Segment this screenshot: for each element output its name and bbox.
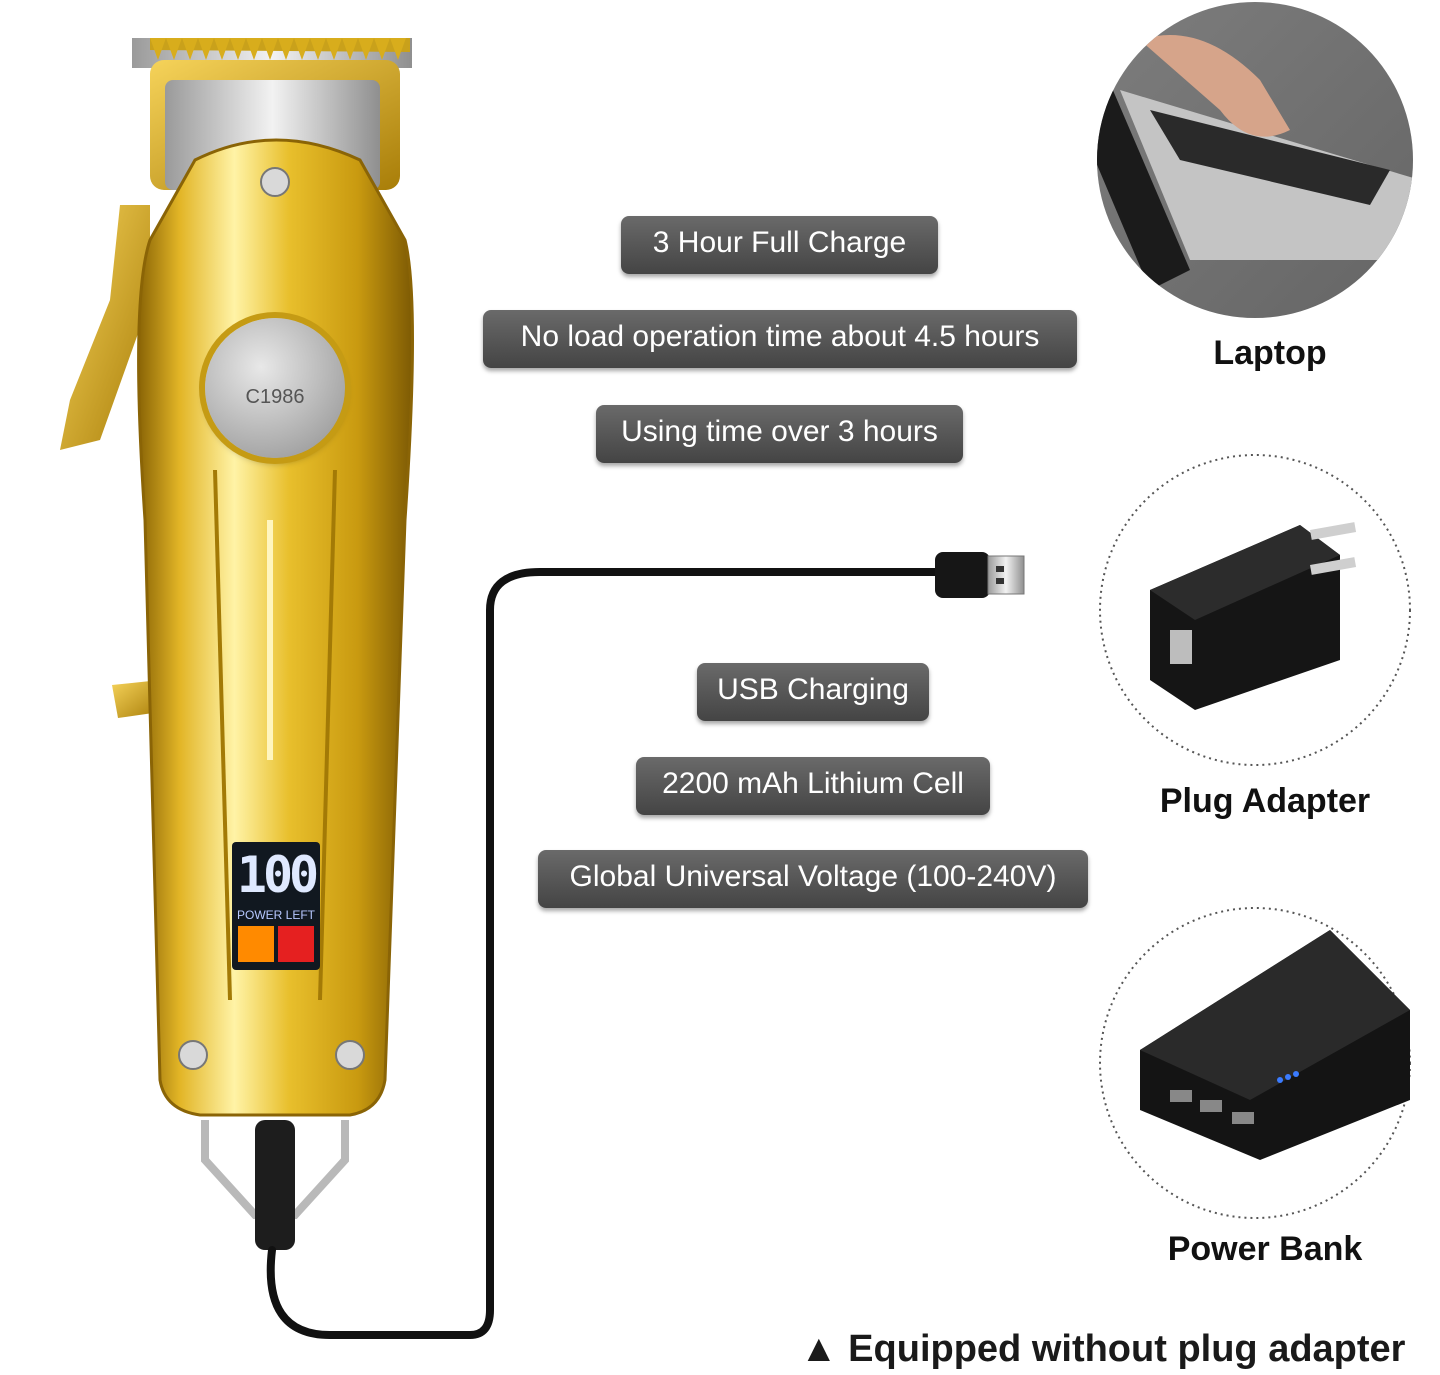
laptop-label: Laptop <box>1213 334 1327 372</box>
clipper-logo-badge: C1986 <box>205 318 345 458</box>
plug-icon <box>278 926 314 962</box>
feature-usb-charging: USB Charging <box>697 663 929 721</box>
battery-display-label: POWER LEFT <box>236 908 315 922</box>
feature-charge-time: 3 Hour Full Charge <box>621 216 938 274</box>
power-bank-label: Power Bank <box>1167 1230 1363 1268</box>
feature-using-time: Using time over 3 hours <box>596 405 963 463</box>
feature-voltage: Global Universal Voltage (100-240V) <box>538 850 1088 908</box>
feature-no-load-time: No load operation time about 4.5 hours <box>483 310 1077 368</box>
clipper-model-label: C1986 <box>245 386 305 408</box>
battery-display: 100 POWER LEFT <box>232 842 320 970</box>
feature-battery: 2200 mAh Lithium Cell <box>636 757 990 815</box>
footnote: ▲ Equipped without plug adapter <box>800 1328 1406 1370</box>
battery-display-value: 100 <box>236 846 319 904</box>
plug-adapter-label: Plug Adapter <box>1159 782 1371 820</box>
clipper-mode-icon <box>238 926 274 962</box>
